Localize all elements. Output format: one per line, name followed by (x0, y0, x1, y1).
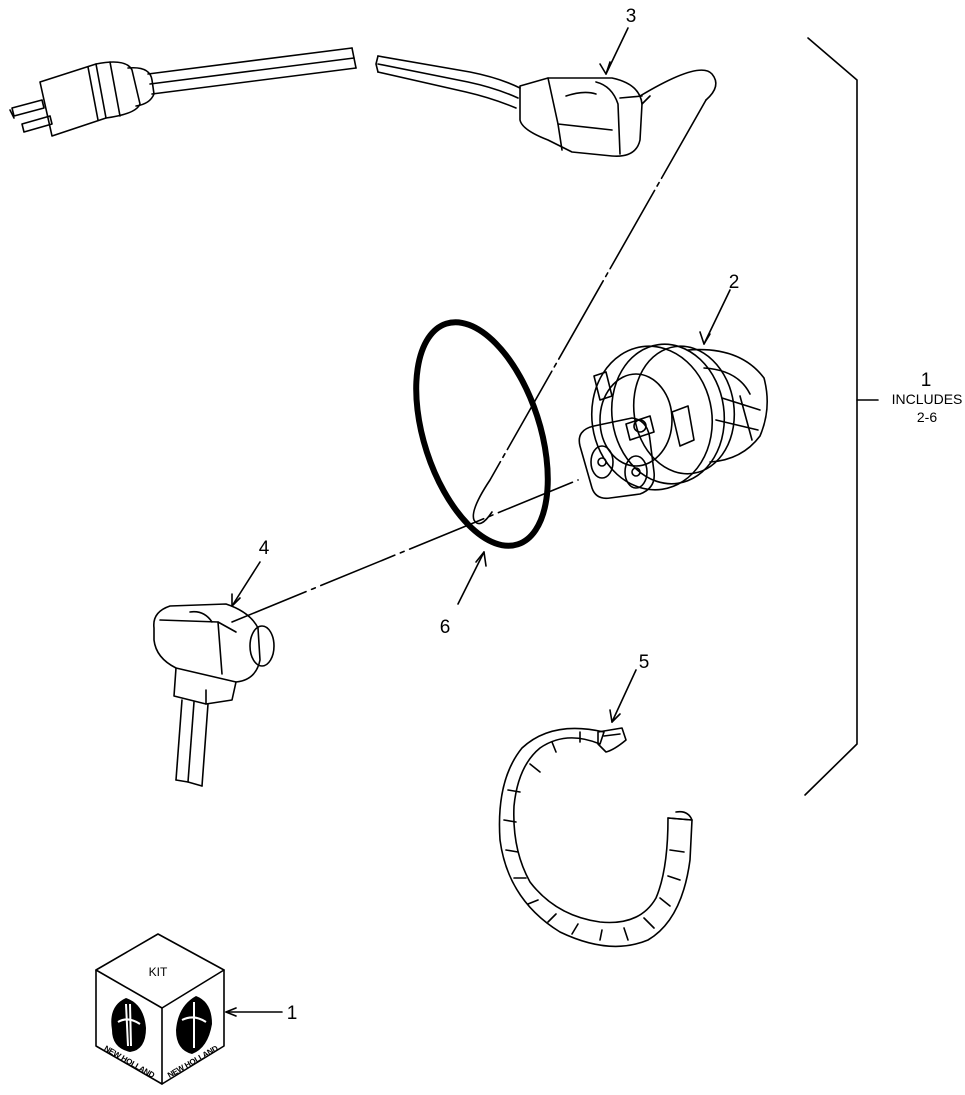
bracket-note-line1: INCLUDES (892, 391, 963, 407)
callout-1-bracket: 1 (921, 370, 932, 391)
kit-box (95, 933, 225, 1085)
hose-clamp (498, 727, 693, 948)
kit-label: KIT (149, 965, 168, 979)
leaf-logo-icon-left (111, 998, 146, 1052)
leader-6 (457, 551, 485, 605)
heater-element (578, 343, 768, 500)
leader-2 (703, 289, 731, 345)
callout-5: 5 (639, 652, 650, 673)
o-ring (413, 319, 551, 549)
callout-3: 3 (626, 6, 637, 27)
leader-3 (605, 27, 629, 75)
callout-6: 6 (440, 617, 451, 638)
power-cord-plug (9, 47, 717, 157)
bracket-note-line2: 2-6 (917, 409, 937, 425)
callout-1-kit: 1 (287, 1003, 298, 1024)
connector-plug (153, 603, 275, 787)
connection-line-upper (472, 99, 707, 525)
connection-line-lower (231, 479, 579, 623)
callout-2: 2 (729, 272, 740, 293)
bracket (804, 37, 858, 796)
leader-5 (611, 669, 637, 723)
callout-4: 4 (259, 538, 270, 559)
leader-4 (231, 561, 261, 607)
